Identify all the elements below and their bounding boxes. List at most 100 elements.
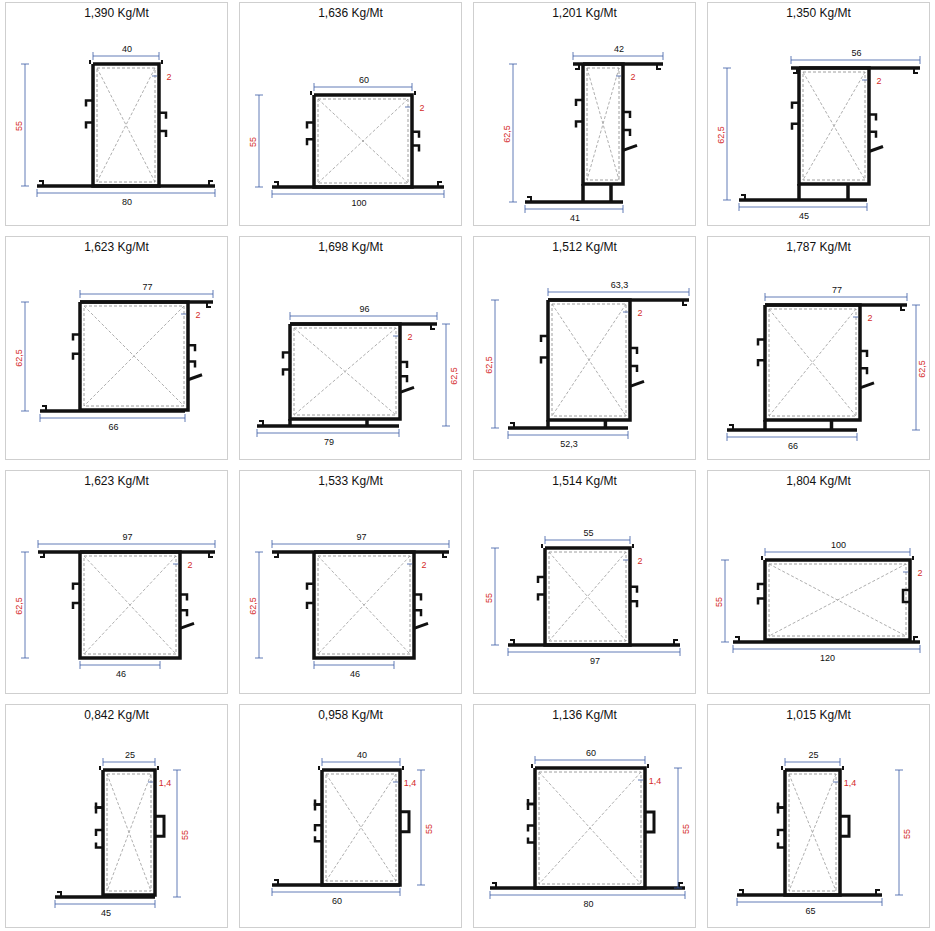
profile-wall	[541, 358, 548, 364]
dimension-line	[257, 429, 258, 437]
profile-wall	[860, 351, 867, 357]
dimension-label: 46	[115, 669, 127, 679]
dimension-line	[769, 309, 856, 416]
dimension-line	[314, 83, 315, 91]
dimension-label: 79	[323, 437, 335, 447]
wall-thickness-label: 2	[916, 568, 923, 578]
dimension-line	[84, 306, 184, 406]
weight-title: 1,533 Kg/Mt	[240, 474, 461, 488]
dimension-line	[173, 897, 181, 898]
profile-section	[257, 312, 450, 437]
profile-wall	[765, 303, 907, 307]
dimension-line	[765, 548, 766, 556]
dimension-line	[587, 68, 619, 180]
profile-wall	[778, 843, 785, 848]
profile-wall	[180, 610, 187, 616]
profile-wall	[161, 60, 163, 64]
dimension-line	[833, 782, 838, 783]
profile-wall	[80, 300, 213, 304]
profile-wall	[414, 623, 428, 628]
profile-wall	[412, 146, 419, 152]
profile-wall	[314, 552, 414, 658]
profile-wall	[93, 64, 159, 186]
dimension-line	[680, 648, 681, 656]
height-dimension: 55	[424, 822, 434, 834]
profile-wall	[527, 197, 531, 202]
profile-panel: 1,015 Kg/Mt251,45565	[707, 704, 930, 928]
dimension-line	[628, 431, 629, 439]
dimension-line	[535, 756, 536, 764]
dimension-line	[97, 68, 155, 182]
dimension-line	[616, 76, 621, 77]
profile-wall	[272, 883, 400, 887]
dimension-line	[405, 107, 410, 108]
profile-wall	[414, 610, 421, 616]
profile-wall	[623, 112, 630, 118]
dimension-line	[769, 564, 906, 636]
dimension-line	[213, 290, 214, 298]
profile-wall	[573, 62, 663, 66]
profile-panel: 1,514 Kg/Mt5525597	[473, 470, 696, 694]
profile-wall	[901, 305, 905, 310]
dimension-line	[314, 87, 412, 88]
profile-wall	[86, 123, 93, 129]
weight-title: 1,698 Kg/Mt	[240, 240, 461, 254]
dimension-line	[84, 306, 184, 406]
profile-wall	[912, 556, 914, 560]
profile-wall	[159, 113, 166, 119]
profile-wall	[876, 890, 880, 895]
profile-wall	[99, 766, 101, 770]
dimension-line	[318, 556, 410, 654]
dimension-line	[55, 900, 56, 908]
profile-wall	[274, 552, 278, 557]
dimension-line	[272, 540, 273, 548]
profile-wall	[37, 184, 215, 188]
dimension-line	[107, 774, 151, 891]
profile-wall	[623, 145, 637, 150]
profile-section	[727, 293, 920, 441]
dimension-line	[490, 891, 491, 899]
dimension-line	[548, 288, 549, 296]
dimension-label: 40	[356, 750, 368, 760]
dimension-line	[290, 312, 291, 320]
dimension-line	[495, 548, 496, 645]
weight-title: 1,623 Kg/Mt	[6, 240, 227, 254]
dimension-line	[314, 661, 315, 669]
height-dimension: 62,5	[502, 124, 512, 144]
dimension-line	[326, 774, 396, 881]
profile-wall	[729, 425, 733, 430]
dimension-line	[318, 556, 410, 654]
dimension-line	[437, 312, 438, 320]
profile-wall	[315, 836, 322, 841]
dimension-line	[444, 190, 445, 198]
dimension-line	[739, 207, 867, 208]
profile-wall	[683, 300, 687, 305]
profile-wall	[630, 601, 637, 607]
profile-section	[55, 758, 181, 908]
dimension-line	[326, 774, 396, 881]
dimension-line	[272, 190, 273, 198]
dimension-line	[587, 68, 619, 180]
profile-wall	[188, 375, 202, 380]
dimension-line	[545, 536, 546, 544]
dimension-line	[895, 770, 903, 771]
dimension-line	[103, 758, 104, 766]
profile-section	[509, 52, 663, 213]
dimension-line	[21, 658, 29, 659]
wall-thickness-label: 2	[406, 332, 413, 342]
profile-panel: 1,512 Kg/Mt63,3262,552,3	[473, 236, 696, 460]
dimension-line	[326, 774, 396, 881]
dimension-line	[587, 68, 619, 180]
dimension-line	[789, 774, 836, 891]
dimension-line	[789, 774, 836, 891]
profile-wall	[412, 132, 419, 138]
height-dimension: 55	[180, 828, 190, 840]
profile-wall	[548, 298, 689, 302]
profile-wall	[42, 406, 46, 411]
dimension-line	[97, 68, 155, 182]
dimension-line	[21, 186, 29, 187]
profile-panel: 1,787 Kg/Mt77262,566	[707, 236, 930, 460]
dimension-line	[84, 556, 176, 654]
dimension-label: 52,3	[559, 439, 579, 449]
dimension-line	[769, 564, 906, 636]
